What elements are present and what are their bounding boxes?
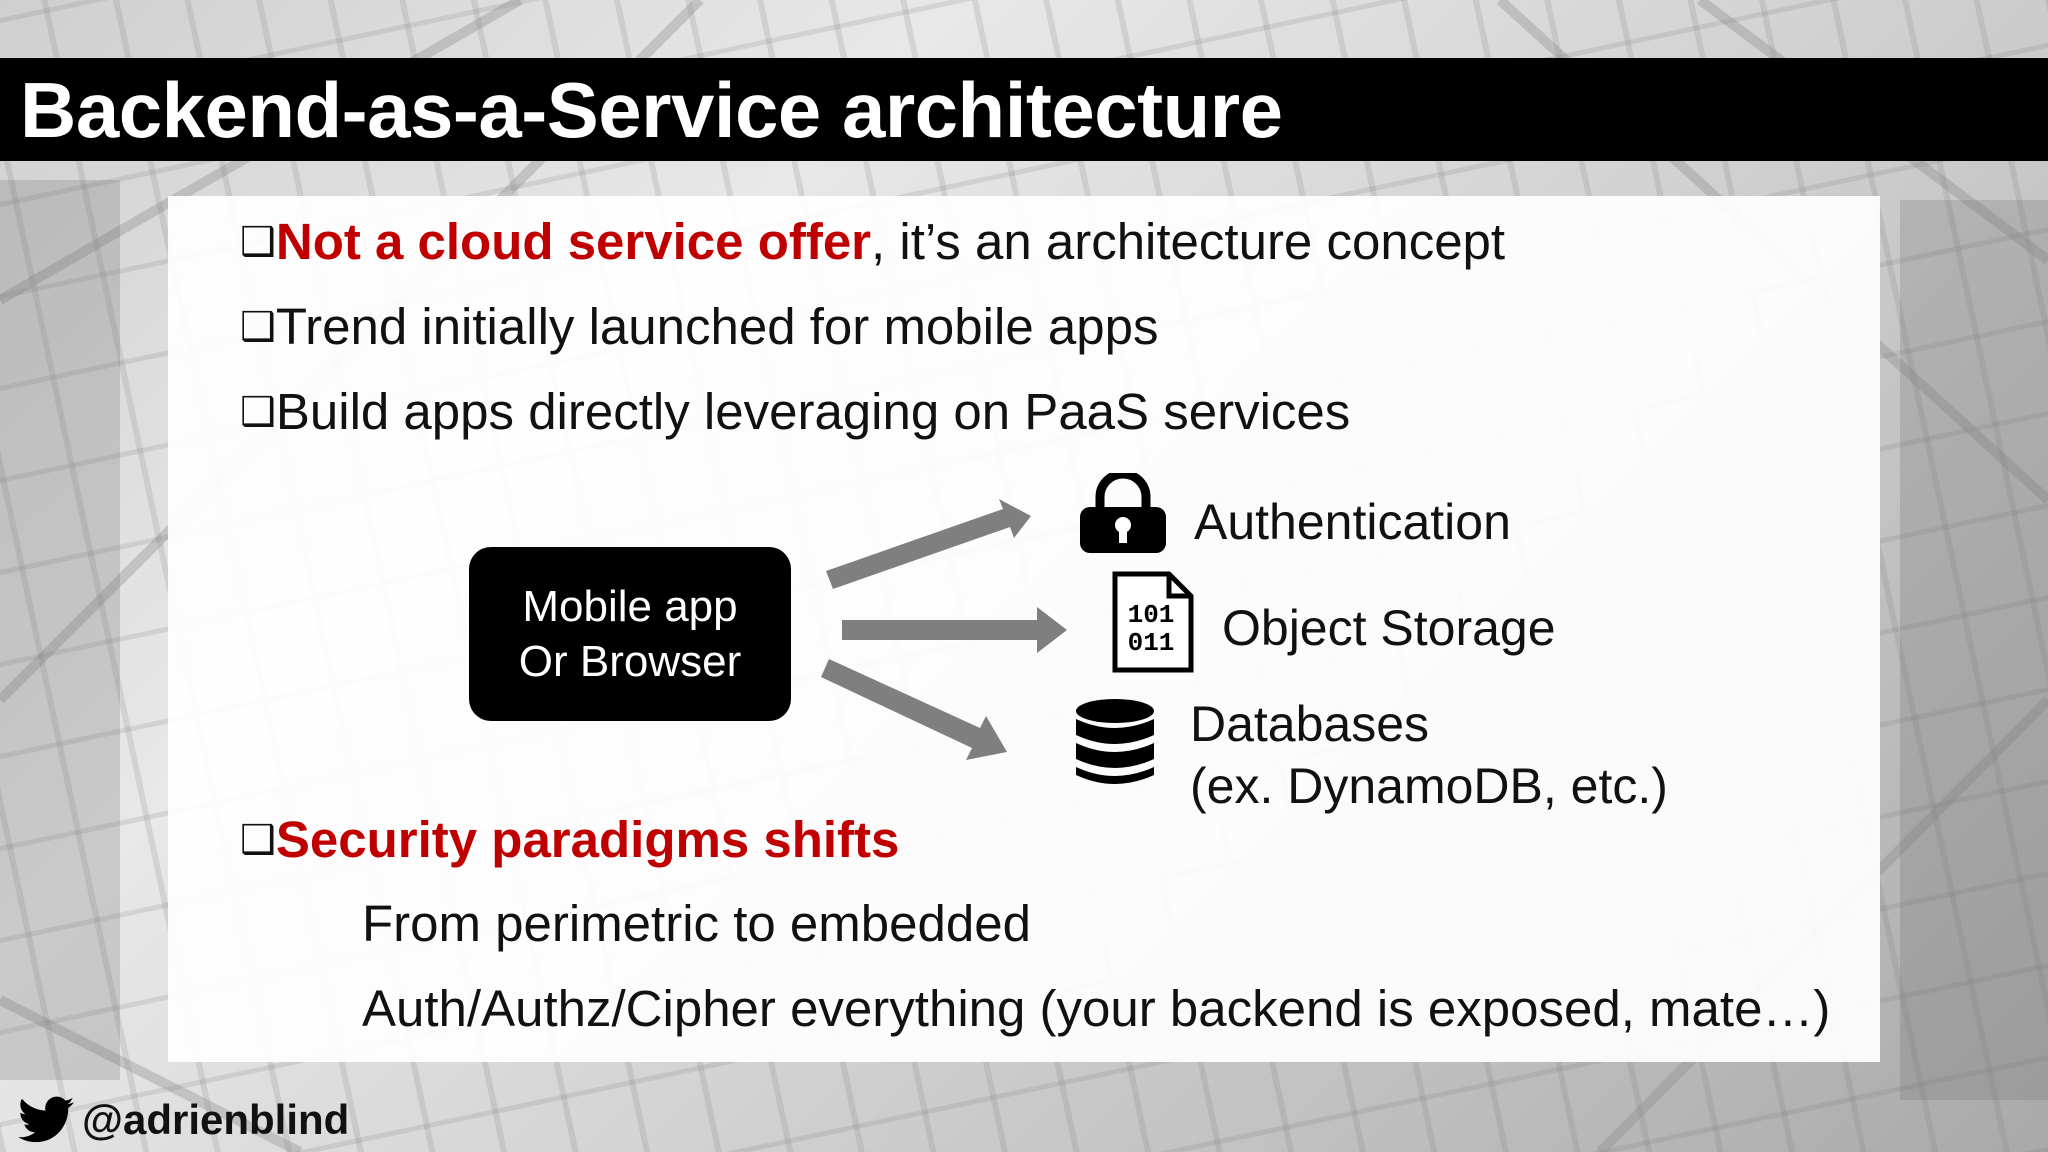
service-label-databases: Databases [1190,696,1430,752]
sub-point-auth-everything: Auth/Authz/Cipher everything (your backe… [362,980,1831,1037]
bullet-emphasis: Security paradigms shifts [275,811,900,868]
checkbox-bullet-icon: ❑ [240,220,276,264]
service-label-databases-example: (ex. DynamoDB, etc.) [1190,758,1668,814]
binary-text-2: 011 [1128,628,1175,658]
bullet-emphasis: Not a cloud service offer [275,213,872,270]
bullet-paas: ❑Build apps directly leveraging on PaaS … [240,382,1350,442]
sub-point-perimetric: From perimetric to embedded [362,895,1031,952]
binary-text-1: 101 [1128,600,1175,630]
footer-handle: @adrienblind [18,1092,349,1148]
checkbox-bullet-icon: ❑ [240,305,276,349]
bullet-not-cloud-offer: ❑Not a cloud service offer, it’s an arch… [240,212,1505,272]
arrow-to-authentication [826,499,1031,589]
twitter-bird-icon [18,1096,74,1143]
client-box: Mobile app Or Browser [469,547,791,721]
service-label-authentication: Authentication [1194,494,1511,550]
slide-title: Backend-as-a-Service architecture [20,66,1283,154]
service-label-object-storage: Object Storage [1222,600,1556,656]
client-line-1: Mobile app [522,582,738,631]
lock-icon [1080,473,1166,553]
twitter-handle: @adrienblind [82,1096,350,1143]
title-bar: Backend-as-a-Service architecture [0,58,2048,161]
bullet-text: Build apps directly leveraging on PaaS s… [275,383,1351,440]
client-line-2: Or Browser [518,637,742,686]
arrow-to-object-storage [842,607,1067,653]
bullet-mobile-trend: ❑Trend initially launched for mobile app… [240,297,1158,357]
binary-file-icon: 101 011 [1112,571,1194,673]
bullet-security-shift: ❑Security paradigms shifts [240,810,899,870]
bullet-text: Trend initially launched for mobile apps [275,298,1159,355]
arrow-to-databases [821,659,1007,760]
checkbox-bullet-icon: ❑ [240,818,276,862]
checkbox-bullet-icon: ❑ [240,390,276,434]
bullet-text: , it’s an architecture concept [871,213,1506,270]
database-icon [1076,699,1154,784]
